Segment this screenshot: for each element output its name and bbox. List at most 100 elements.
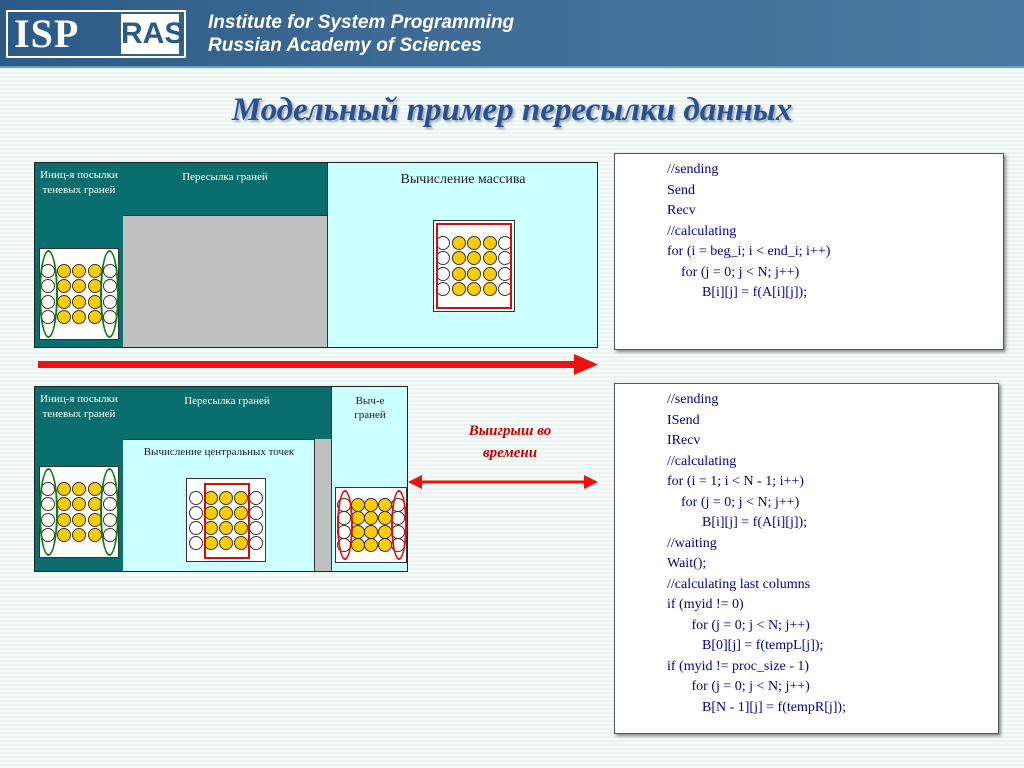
transfer-label-bottom: Пересылка граней [184,395,270,407]
code-line: for (i = beg_i; i < end_i; i++) [667,244,831,259]
yellow-cell-dot [364,538,378,553]
yellow-cell-dot [234,490,248,505]
yellow-cell-dot [56,512,71,527]
yellow-cell-dot [364,524,378,539]
yellow-cell-dot [467,235,481,250]
halo-column-right [100,250,119,338]
yellow-cell-dot [364,497,378,512]
yellow-cell-dot [56,528,71,543]
logo [6,10,186,58]
code-line: for (j = 0; j < N; j++) [667,679,810,694]
code-line: B[i][j] = f(A[i][j]); [667,515,808,530]
yellow-cell-dot [234,520,248,535]
yellow-cell-dot [219,490,233,505]
yellow-cell-dot [87,528,102,543]
code-line: B[N - 1][j] = f(tempR[j]); [667,699,846,715]
yellow-cell-dot [72,263,86,278]
code-line: if (myid != proc_size - 1) [667,658,810,674]
edge-column-left [337,490,353,560]
time-arrow-head [574,354,598,375]
yellow-cell-dot [87,263,102,278]
code-line: B[i][j] = f(A[i][j]); [667,285,808,300]
header-divider [0,66,1024,68]
code-line: Recv [667,203,696,218]
yellow-cell-dot [467,266,481,281]
yellow-cell-dot [56,497,71,512]
yellow-cell-dot [482,235,497,250]
yellow-cell-dot [234,505,248,520]
code-line: for (j = 0; j < N; j++) [667,264,800,280]
white-cell-dot [189,535,203,550]
code-line: //calculating [667,223,737,239]
yellow-cell-dot [482,282,497,297]
yellow-cell-dot [451,251,466,266]
central-region-outline [204,483,250,559]
yellow-cell-dot [72,310,86,325]
logo-isp-text: ISP [14,11,80,56]
yellow-cell-dot [482,266,497,281]
yellow-cell-dot [56,481,71,496]
halo-column-left [39,250,58,338]
yellow-cell-dot [377,524,392,539]
init-send-label-top: Иниц-я посылки теневых граней [40,169,118,196]
yellow-cell-dot [364,511,378,526]
yellow-cell-dot [72,294,86,309]
yellow-cell-dot [87,310,102,325]
code-line: for (j = 0; j < N; j++) [667,494,800,510]
code-line: //waiting [667,535,717,551]
yellow-cell-dot [350,497,365,512]
code-line: for (j = 0; j < N; j++) [667,617,810,633]
time-arrow-shaft [38,361,578,368]
yellow-cell-dot [72,528,86,543]
white-cell-dot [189,505,203,520]
halo-column-right [100,468,119,556]
yellow-cell-dot [377,538,392,553]
white-cell-dot [189,520,203,535]
code-line: //calculating [667,453,737,469]
yellow-cell-dot [56,263,71,278]
yellow-cell-dot [219,505,233,520]
code-line: //sending [667,162,719,177]
page-title: Модельный пример пересылки данных [231,92,793,128]
yellow-cell-dot [377,511,392,526]
transfer-label-top: Пересылка граней [182,171,268,183]
yellow-cell-dot [451,235,466,250]
yellow-cell-dot [72,279,86,294]
yellow-cell-dot [451,282,466,297]
white-cell-dot [189,490,203,505]
code-line: for (i = 1; i < N - 1; i++) [667,474,804,489]
yellow-cell-dot [234,535,248,550]
time-gain-line1: Выигрыш во [468,423,552,439]
matrix-grid-top-init [39,248,119,340]
institute-name-line2: Russian Academy of Sciences [208,35,482,56]
compute-label-top: Вычисление массива [400,172,526,187]
white-cell-dot [249,520,263,535]
code-line: ISend [667,412,700,428]
white-cell-dot [249,505,263,520]
time-gain-double-arrow [408,475,598,489]
logo-ras-text: RAS [121,14,184,54]
matrix-grid-bottom-init [39,466,119,558]
header-banner: ISP RAS Institute for System Programming… [0,0,1024,66]
code-line: Send [667,182,695,198]
yellow-cell-dot [56,310,71,325]
yellow-cell-dot [56,279,71,294]
yellow-cell-dot [72,512,86,527]
edges-compute-label: Выч-е граней [354,395,386,421]
yellow-cell-dot [467,282,481,297]
code-line: //calculating last columns [667,576,811,592]
central-compute-label: Вычисление центральных точек [143,446,295,458]
matrix-grid-bottom-central [186,478,266,562]
matrix-grid-bottom-edges [335,487,407,563]
code-line: B[0][j] = f(tempL[j]); [667,638,824,653]
code-line: IRecv [667,433,701,448]
yellow-cell-dot [350,538,365,553]
code-line: //sending [667,392,719,407]
compute-region-outline [436,223,512,309]
code-line: if (myid != 0) [667,597,744,612]
yellow-cell-dot [56,294,71,309]
halo-column-left [39,468,58,556]
institute-name-line1: Institute for System Programming [208,12,515,33]
